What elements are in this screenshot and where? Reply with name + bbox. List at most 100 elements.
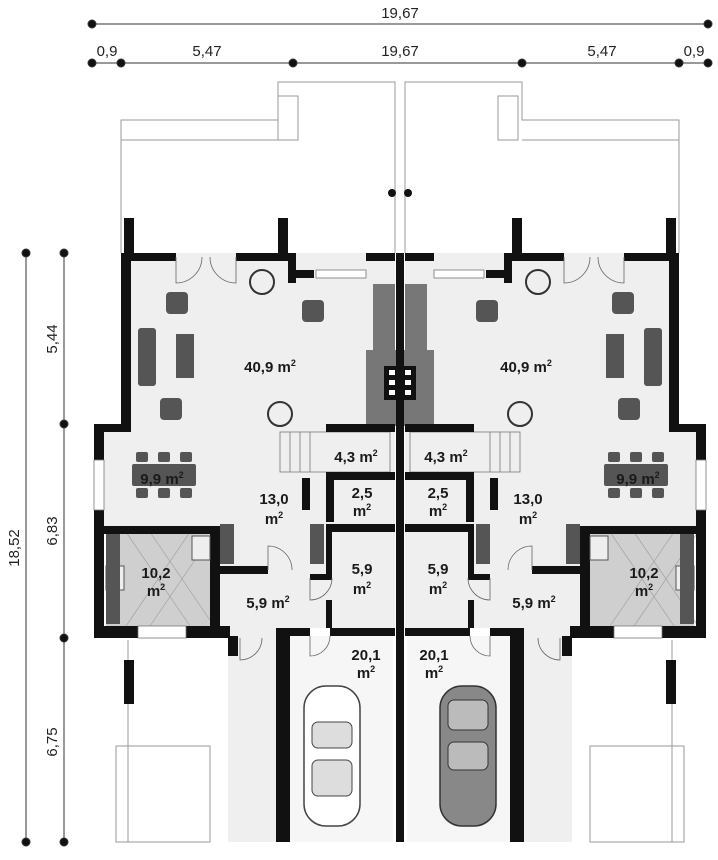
dim-dot	[703, 19, 713, 29]
terrace-front-right	[590, 640, 673, 843]
wall	[121, 253, 131, 424]
wall	[405, 424, 474, 432]
wall	[326, 472, 395, 480]
dim-dot	[59, 419, 69, 429]
dim-left-seg-3: 6,75	[44, 727, 61, 756]
front-step-left	[115, 745, 211, 843]
room-garage-right-unit: m2	[425, 664, 443, 682]
dim-top-seg-4: 5,47	[587, 43, 616, 60]
wall	[366, 253, 395, 261]
wall	[486, 270, 512, 278]
grate-slot	[405, 370, 411, 375]
room-utility-left: 5,9 m2	[246, 594, 289, 612]
room-stair-left: 4,3 m2	[334, 448, 377, 466]
wall	[326, 524, 395, 532]
wall	[570, 626, 614, 638]
room-wc-left-unit: m2	[353, 502, 371, 520]
chair	[630, 488, 642, 498]
garage-pier	[276, 740, 282, 750]
dim-dot	[59, 633, 69, 643]
dim-dot	[517, 58, 527, 68]
wall	[94, 424, 131, 432]
counter	[680, 534, 694, 624]
party-wall	[396, 253, 404, 842]
chimney-right	[405, 284, 427, 350]
room-kitchen-left: 10,2	[141, 565, 170, 582]
post	[124, 218, 134, 254]
wall	[310, 574, 332, 580]
window	[613, 625, 663, 639]
dim-dot	[674, 58, 684, 68]
wall	[326, 424, 395, 432]
doors	[175, 256, 625, 661]
dim-dot	[288, 58, 298, 68]
wall	[510, 628, 524, 842]
walls	[94, 253, 706, 842]
room-garage-left-unit: m2	[357, 664, 375, 682]
car-left-icon	[303, 685, 361, 827]
cars	[303, 685, 497, 827]
dim-dot	[21, 837, 31, 847]
room-hall-left: 13,0	[259, 491, 288, 508]
furniture-left	[105, 269, 324, 624]
window	[433, 269, 485, 279]
wall	[330, 628, 395, 636]
grate-slot	[389, 380, 395, 385]
room-labels: 40,9 m2 40,9 m2 4,3 m2 4,3 m2 9,9 m2 9,9…	[140, 358, 659, 682]
dim-dot	[21, 248, 31, 258]
window	[315, 269, 367, 279]
wall	[276, 628, 290, 842]
wall	[290, 628, 310, 636]
wall	[228, 636, 238, 656]
dim-top-seg-2: 5,47	[192, 43, 221, 60]
room-kitchen-right-unit: m2	[635, 582, 653, 600]
window	[137, 625, 187, 639]
garage-door-left	[309, 635, 331, 657]
car-right-icon	[439, 685, 497, 827]
dim-left-seg-2: 6,83	[44, 516, 61, 545]
dimension-lines	[21, 19, 713, 847]
chair	[180, 452, 192, 462]
coffee-table	[606, 334, 624, 378]
wall	[532, 566, 580, 574]
sofa	[644, 328, 662, 386]
chair	[158, 452, 170, 462]
chair	[652, 488, 664, 498]
post-dot	[404, 189, 412, 197]
kitchen-hatch	[125, 531, 191, 627]
wall	[210, 526, 220, 636]
armchair	[618, 398, 640, 420]
dim-dot	[87, 19, 97, 29]
coffee-table	[176, 334, 194, 378]
wall	[490, 478, 498, 510]
terraces	[115, 81, 685, 843]
grate-slot	[389, 390, 395, 395]
chair	[630, 452, 642, 462]
dim-top-total: 19,67	[381, 5, 419, 22]
room-garage-right: 20,1	[419, 647, 448, 664]
sofa	[138, 328, 156, 386]
dim-top-seg-3: 19,67	[381, 43, 419, 60]
wall	[326, 472, 334, 522]
wall	[405, 628, 470, 636]
terrace-door-left	[175, 256, 203, 284]
wall	[504, 253, 564, 261]
post	[666, 660, 676, 704]
door	[507, 545, 533, 571]
dining-table	[604, 464, 668, 486]
post	[666, 218, 676, 254]
garage-pier	[518, 700, 524, 710]
wall	[326, 532, 332, 574]
room-vestibule-left-unit: m2	[353, 580, 371, 598]
chair	[608, 488, 620, 498]
chair	[180, 488, 192, 498]
dining-table	[132, 464, 196, 486]
plant-icon	[507, 401, 533, 427]
garage-pier	[518, 740, 524, 750]
wall	[580, 526, 706, 534]
chair	[136, 452, 148, 462]
room-vestibule-left: 5,9	[352, 561, 373, 578]
room-utility-right: 5,9 m2	[512, 594, 555, 612]
wall	[669, 253, 679, 424]
wall	[466, 472, 474, 522]
